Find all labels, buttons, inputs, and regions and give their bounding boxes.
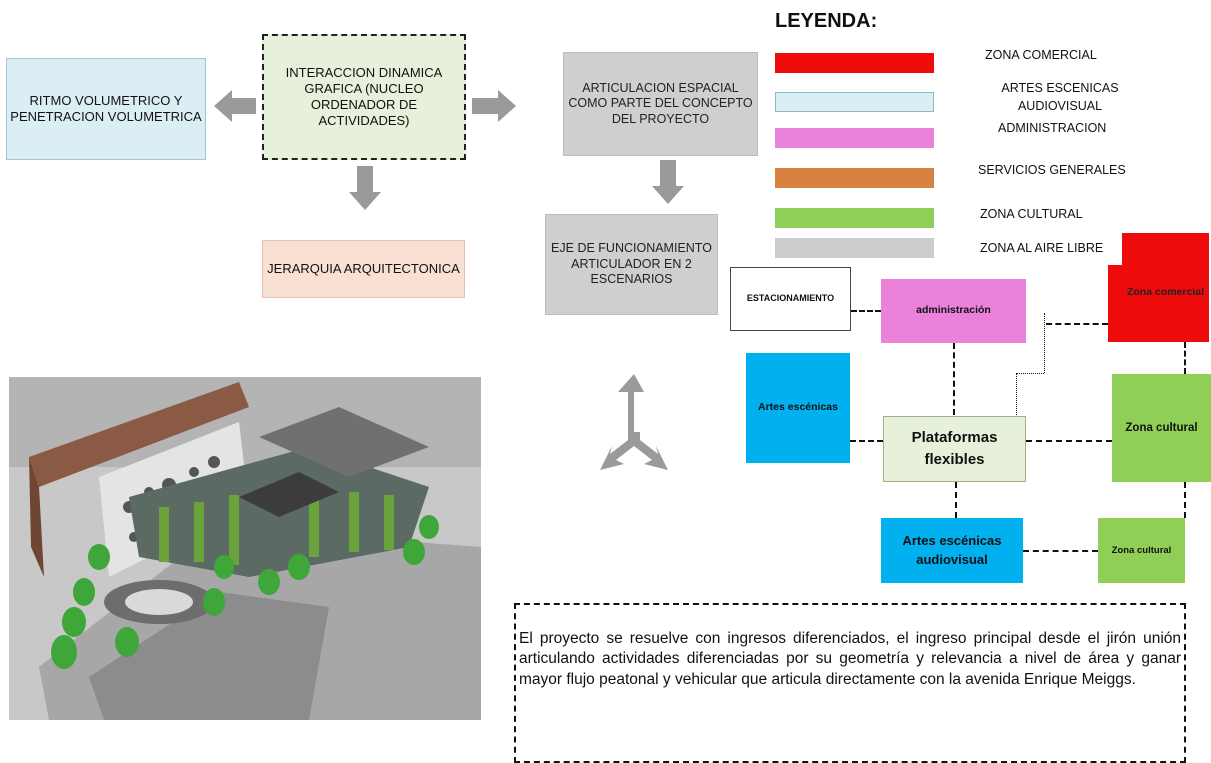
connector-plataformas-audiovisual <box>955 482 957 518</box>
interaccion-dinamica-text: INTERACCION DINAMICA GRAFICA (NUCLEO ORD… <box>285 64 443 129</box>
connector-comercial-cultural <box>1184 342 1186 374</box>
eje-funcionamiento-box: EJE DE FUNCIONAMIENTO ARTICULADOR EN 2 E… <box>545 214 718 315</box>
connector-admin-comercial <box>1046 323 1108 325</box>
node-administracion: administración <box>881 279 1026 343</box>
connector-audiovisual-cultural <box>1023 550 1098 552</box>
node-artes-escenicas-text: Artes escénicas <box>758 401 838 414</box>
legend-label-zona-cultural: ZONA CULTURAL <box>980 207 1083 221</box>
legend-title: LEYENDA: <box>775 10 878 32</box>
node-artes-escenicas: Artes escénicas <box>746 353 850 463</box>
arrow-right-icon <box>472 90 516 122</box>
jerarquia-text: JERARQUIA ARQUITECTONICA <box>267 260 460 276</box>
legend-swatch-artes-escenicas <box>775 92 934 112</box>
connector-dotted-plataformas-v <box>1016 373 1017 421</box>
node-administracion-text: administración <box>916 304 991 317</box>
connector-estacionamiento-admin <box>851 310 881 312</box>
node-zona-comercial-label: Zona comercial <box>1122 270 1209 316</box>
node-plataformas-flexibles-text: Plataformas flexibles <box>911 429 998 468</box>
legend-label-servicios-generales: SERVICIOS GENERALES <box>978 163 1126 177</box>
articulacion-espacial-box: ARTICULACION ESPACIAL COMO PARTE DEL CON… <box>563 52 758 156</box>
ritmo-volumetrico-box: RITMO VOLUMETRICO Y PENETRACION VOLUMETR… <box>6 58 206 160</box>
node-zona-cultural-text: Zona cultural <box>1125 421 1198 434</box>
eje-funcionamiento-text: EJE DE FUNCIONAMIENTO ARTICULADOR EN 2 E… <box>551 241 712 287</box>
connector-artes-plataformas <box>850 440 883 442</box>
node-artes-audiovisual-text: Artes escénicas audiovisual <box>902 533 1002 567</box>
node-zona-cultural-2-text: Zona cultural <box>1111 544 1172 556</box>
node-zona-comercial-notch <box>1108 233 1122 265</box>
legend-swatch-zona-aire-libre <box>775 238 934 258</box>
node-estacionamiento-text: ESTACIONAMIENTO <box>746 293 835 304</box>
arrow-left-icon <box>214 90 256 122</box>
interaccion-dinamica-box: INTERACCION DINAMICA GRAFICA (NUCLEO ORD… <box>262 34 466 160</box>
node-plataformas-flexibles: Plataformas flexibles <box>883 416 1026 482</box>
node-zona-cultural-2: Zona cultural <box>1098 518 1185 583</box>
node-zona-comercial-text: Zona comercial <box>1126 286 1205 299</box>
description-box: El proyecto se resuelve con ingresos dif… <box>514 603 1186 763</box>
node-estacionamiento: ESTACIONAMIENTO <box>730 267 851 331</box>
node-zona-comercial <box>1108 233 1209 342</box>
building-render-image <box>9 377 481 720</box>
node-zona-cultural: Zona cultural <box>1112 374 1211 482</box>
legend-label-artes-escenicas-text: ARTES ESCENICAS AUDIOVISUAL <box>1001 81 1119 113</box>
legend-swatch-servicios-generales <box>775 168 934 188</box>
legend-swatch-zona-comercial <box>775 53 934 73</box>
legend-label-artes-escenicas: ARTES ESCENICAS AUDIOVISUAL <box>990 79 1130 115</box>
connector-cultural-cultural <box>1184 482 1186 518</box>
legend-swatch-administracion <box>775 128 934 148</box>
node-artes-audiovisual: Artes escénicas audiovisual <box>881 518 1023 583</box>
jerarquia-box: JERARQUIA ARQUITECTONICA <box>262 240 465 298</box>
articulacion-espacial-text: ARTICULACION ESPACIAL COMO PARTE DEL CON… <box>568 80 753 126</box>
arrow-down-icon <box>652 160 684 204</box>
legend-swatch-zona-cultural <box>775 208 934 228</box>
arrow-down-icon <box>349 166 381 210</box>
connector-admin-plataformas <box>953 343 955 415</box>
connector-dotted-plataformas <box>1016 373 1044 374</box>
ritmo-volumetrico-text: RITMO VOLUMETRICO Y PENETRACION VOLUMETR… <box>10 92 202 124</box>
bidirectional-arrow-icon <box>600 374 668 470</box>
legend-label-administracion: ADMINISTRACION <box>998 121 1107 135</box>
legend-label-zona-aire-libre: ZONA AL AIRE LIBRE <box>980 241 1104 255</box>
legend-label-zona-comercial: ZONA COMERCIAL <box>985 48 1097 62</box>
connector-dotted-admin <box>1044 313 1045 373</box>
connector-plataformas-cultural <box>1026 440 1112 442</box>
description-text: El proyecto se resuelve con ingresos dif… <box>519 630 1181 688</box>
